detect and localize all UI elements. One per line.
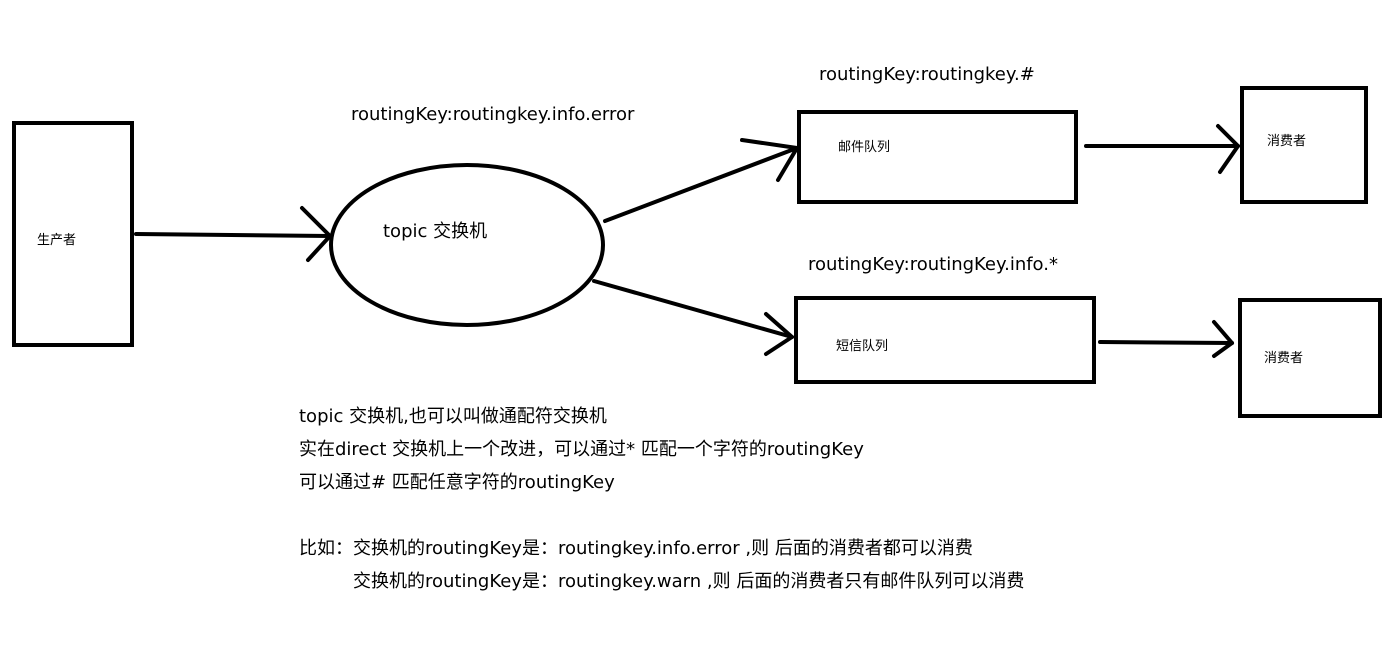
sms-queue-box [794,296,1096,384]
arrow-sms-queue-to-consumer [1098,320,1234,358]
mail-queue-label: 邮件队列 [838,140,891,155]
exchange-node [329,163,605,327]
mail-queue-binding: routingKey:routingkey.# [819,64,1035,85]
exchange-routing-key: routingKey:routingkey.info.error [351,104,635,125]
consumer-label-1: 消费者 [1267,134,1307,149]
arrow-mail-queue-to-consumer [1084,124,1240,174]
sms-queue-label: 短信队列 [836,339,889,354]
note-line-4: 比如：交换机的routingKey是：routingkey.info.error… [299,538,973,559]
producer-label: 生产者 [37,233,77,248]
note-line-5: 交换机的routingKey是：routingkey.warn ,则 后面的消费… [353,571,1025,592]
consumer-box-1 [1240,86,1368,204]
exchange-label: topic 交换机 [383,221,488,242]
arrow-producer-to-exchange [134,206,332,262]
arrow-exchange-to-mail-queue [603,138,799,223]
note-line-1: topic 交换机,也可以叫做通配符交换机 [299,406,607,427]
sms-queue-binding: routingKey:routingKey.info.* [808,254,1058,275]
arrow-exchange-to-sms-queue [592,279,794,356]
note-line-2: 实在direct 交换机上一个改进，可以通过* 匹配一个字符的routingKe… [299,439,864,460]
consumer-label-2: 消费者 [1264,351,1304,366]
producer-box [12,121,134,347]
note-line-3: 可以通过# 匹配任意字符的routingKey [299,472,615,493]
consumer-box-2 [1238,298,1382,418]
mail-queue-box [797,110,1078,204]
